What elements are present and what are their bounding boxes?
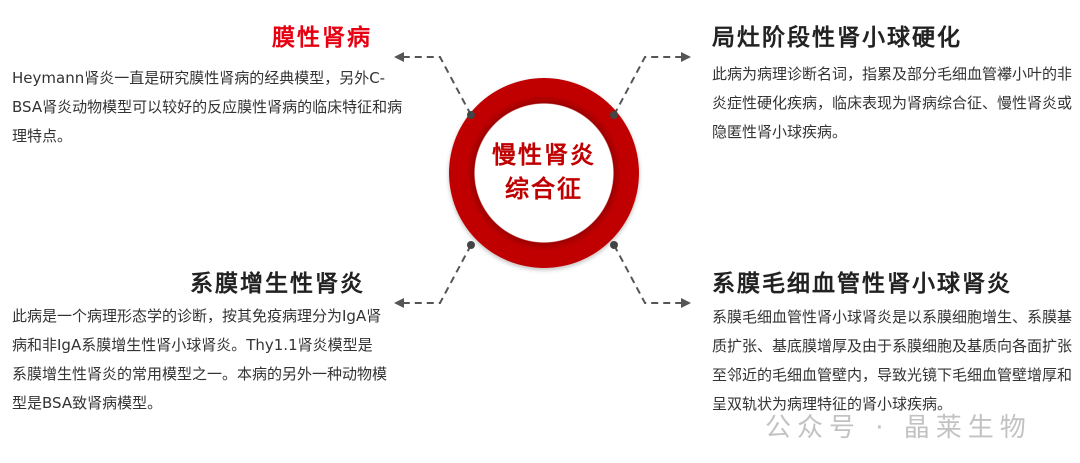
text-top-right: 此病为病理诊断名词，指累及部分毛细血管襻小叶的非炎症性硬化疾病，临床表现为肾病综… bbox=[712, 65, 1073, 141]
title-top-right: 局灶阶段性肾小球硬化 bbox=[712, 25, 962, 51]
center-ring bbox=[449, 78, 639, 268]
dot-bottom-right bbox=[610, 241, 618, 249]
connector-bottom-right bbox=[613, 244, 683, 304]
connector-top-left bbox=[402, 56, 472, 116]
text-bottom-left: 此病是一个病理形态学的诊断，按其免疫病理分为IgA肾病和非IgA系膜增生性肾小球… bbox=[12, 307, 388, 412]
center-line2: 综合征 bbox=[505, 175, 583, 203]
title-bottom-right: 系膜毛细血管性肾小球肾炎 bbox=[712, 271, 1012, 297]
arrow-bottom-right bbox=[681, 298, 691, 308]
center-line1: 慢性肾炎 bbox=[492, 141, 596, 169]
connector-bottom-left bbox=[402, 244, 472, 304]
dot-bottom-left bbox=[467, 241, 475, 249]
dot-top-right bbox=[610, 111, 618, 119]
text-top-left: Heymann肾炎一直是研究膜性肾病的经典模型，另外C-BSA肾炎动物模型可以较… bbox=[12, 69, 403, 145]
text-bottom-right: 系膜毛细血管性肾小球肾炎是以系膜细胞增生、系膜基质扩张、基底膜增厚及由于系膜细胞… bbox=[712, 308, 1073, 413]
watermark: 公众号 · 晶莱生物 bbox=[765, 413, 1032, 443]
arrow-top-left bbox=[394, 52, 404, 62]
arrow-top-right bbox=[681, 52, 691, 62]
connector-top-right bbox=[613, 56, 683, 116]
title-bottom-left: 系膜增生性肾炎 bbox=[190, 271, 365, 297]
dot-top-left bbox=[467, 111, 475, 119]
arrow-bottom-left bbox=[394, 298, 404, 308]
center-label: 慢性肾炎 综合征 bbox=[449, 138, 639, 206]
title-top-left: 膜性肾病 bbox=[272, 25, 372, 51]
